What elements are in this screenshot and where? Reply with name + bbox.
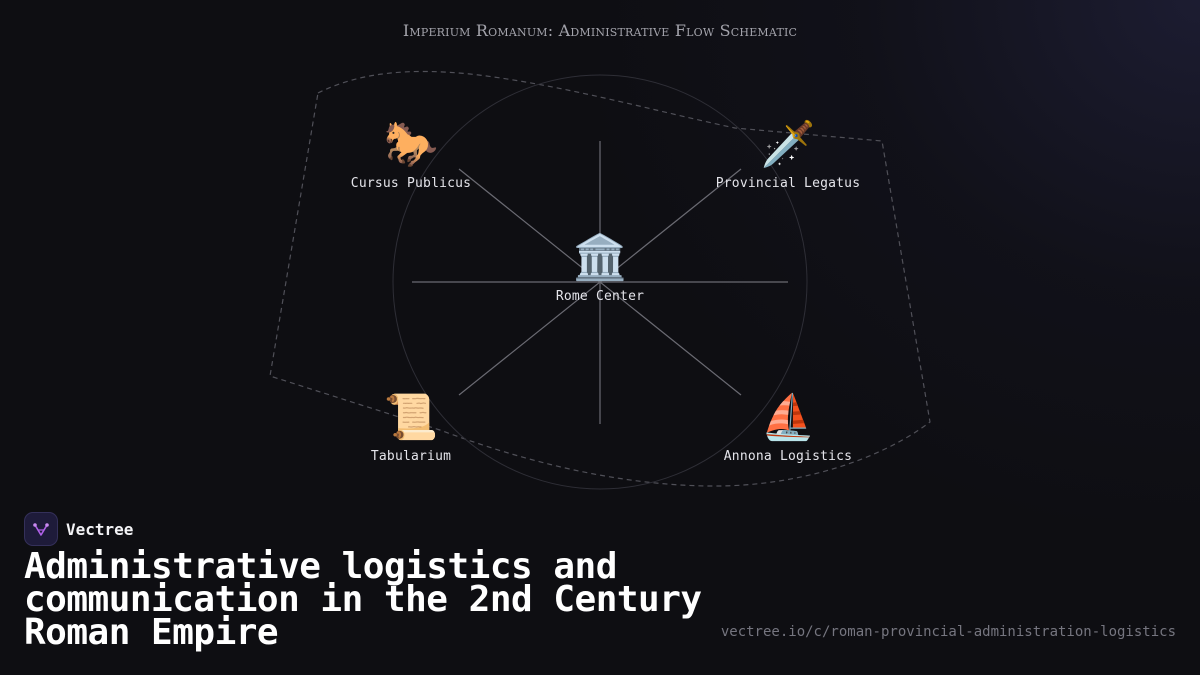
node-rome-center[interactable]: 🏛️ Rome Center <box>500 232 700 305</box>
temple-icon: 🏛️ <box>572 232 628 283</box>
node-label: Provincial Legatus <box>715 176 861 191</box>
vectree-logo-icon <box>24 512 58 546</box>
node-label: Rome Center <box>555 289 645 304</box>
diagram-title: Imperium Romanum: Administrative Flow Sc… <box>402 21 798 40</box>
node-provincial-legatus[interactable]: 🗡️ Provincial Legatus <box>688 119 888 192</box>
orbit-circle <box>392 74 808 490</box>
connector-lines <box>412 141 788 424</box>
node-tabularium[interactable]: 📜 Tabularium <box>311 392 511 465</box>
node-label: Cursus Publicus <box>350 176 472 191</box>
page-headline: Administrative logistics and communicati… <box>24 546 702 653</box>
dagger-icon: 🗡️ <box>760 119 816 170</box>
node-annona-logistics[interactable]: ⛵ Annona Logistics <box>688 392 888 465</box>
node-label: Annona Logistics <box>723 449 853 464</box>
empire-boundary <box>269 70 931 487</box>
connector-diagonal-tr-bl <box>458 168 742 396</box>
node-cursus-publicus[interactable]: 🐎 Cursus Publicus <box>311 119 511 192</box>
source-url[interactable]: vectree.io/c/roman-provincial-administra… <box>720 624 1176 640</box>
horse-icon: 🐎 <box>383 119 439 170</box>
brand-name: Vectree <box>66 519 134 539</box>
sailboat-icon: ⛵ <box>760 392 816 443</box>
node-label: Tabularium <box>370 449 452 464</box>
scroll-icon: 📜 <box>383 392 439 443</box>
brand[interactable]: Vectree <box>24 512 133 546</box>
